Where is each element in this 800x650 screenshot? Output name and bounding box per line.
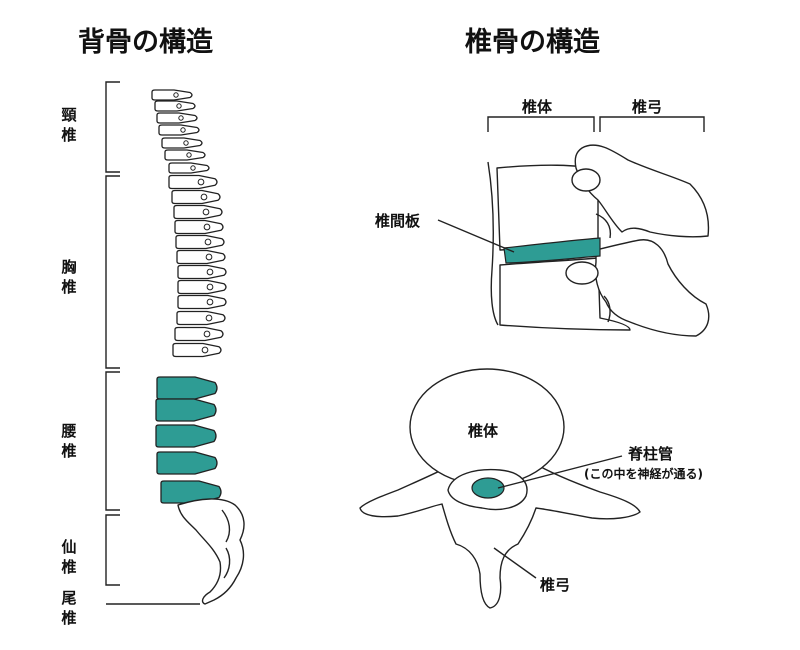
vertebra <box>158 124 200 136</box>
top-arch-label: 椎弓 <box>540 576 571 594</box>
vertebra-top-view <box>359 368 641 609</box>
canal-label: 脊柱管 <box>628 445 674 463</box>
vertebra <box>168 174 218 190</box>
label-sacral: 仙椎 <box>61 538 77 576</box>
lumbar-vertebra <box>156 451 218 475</box>
disc-label: 椎間板 <box>375 212 421 230</box>
vertebra <box>171 189 221 205</box>
vertebra <box>161 137 203 149</box>
vertebra <box>154 100 196 112</box>
side-arch-label: 椎弓 <box>632 98 663 116</box>
vertebra <box>151 89 193 101</box>
vertebra <box>173 204 223 220</box>
top-body-label: 椎体 <box>468 422 499 440</box>
vertebra <box>168 162 210 174</box>
lumbar-vertebra <box>155 398 217 422</box>
side-body-label: 椎体 <box>522 98 553 116</box>
vertebra <box>176 310 226 326</box>
vertebra <box>174 326 224 342</box>
vertebra <box>172 342 222 358</box>
lumbar-vertebra <box>160 480 222 504</box>
lumbar-vertebra <box>155 424 217 448</box>
label-coccygeal: 尾椎 <box>61 589 77 627</box>
spine-title: 背骨の構造 <box>78 27 213 58</box>
lumbar-vertebra <box>156 376 218 400</box>
vertebra <box>175 234 225 250</box>
vertebra <box>164 149 206 161</box>
vertebra <box>174 219 224 235</box>
vertebra-title: 椎骨の構造 <box>465 27 600 58</box>
label-lumbar: 腰椎 <box>61 422 77 460</box>
region-brackets <box>105 81 200 605</box>
vertebra <box>156 112 198 124</box>
vertebra <box>177 279 227 295</box>
label-cervical: 頸椎 <box>61 106 77 144</box>
vertebra <box>176 249 226 265</box>
vertebra-side-view <box>437 116 710 337</box>
vertebra <box>177 264 227 280</box>
sacrum <box>177 498 245 605</box>
vertebra <box>177 294 227 310</box>
spine-column <box>151 89 227 504</box>
label-thoracic: 胸椎 <box>61 258 77 296</box>
canal-note: (この中を神経が通る) <box>584 467 703 481</box>
